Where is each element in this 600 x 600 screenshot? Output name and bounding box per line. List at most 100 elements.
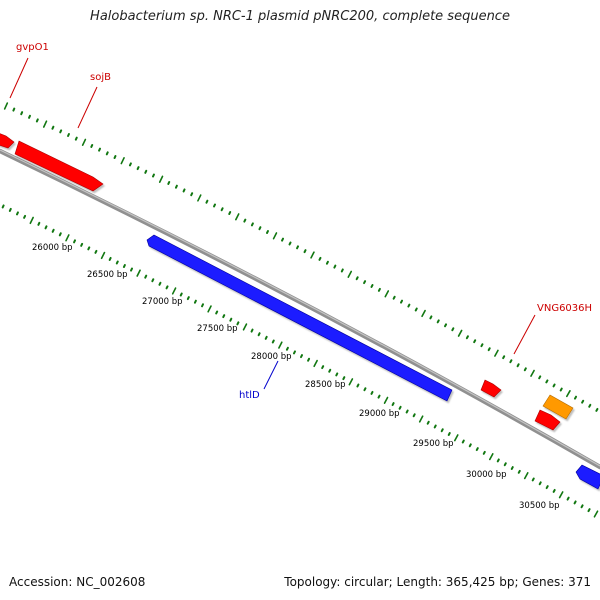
minor-tick-mark	[398, 405, 402, 410]
minor-tick-mark	[292, 350, 296, 355]
minor-tick-mark	[174, 184, 178, 189]
gene-VNG6036H-arrow[interactable]	[480, 379, 502, 398]
major-tick-mark	[494, 349, 499, 357]
minor-tick-mark	[12, 107, 16, 112]
minor-tick-mark	[377, 287, 381, 292]
minor-tick-mark	[465, 335, 469, 340]
major-tick-mark	[530, 369, 535, 377]
topology-summary: Topology: circular; Length: 365,425 bp; …	[284, 575, 591, 589]
ruler-label: 26500 bp	[87, 270, 128, 280]
minor-tick-mark	[517, 469, 521, 474]
minor-tick-mark	[94, 249, 98, 254]
minor-tick-mark	[573, 500, 577, 505]
minor-tick-mark	[333, 264, 337, 269]
minor-tick-mark	[87, 246, 91, 251]
minor-tick-mark	[165, 285, 169, 290]
minor-tick-mark	[370, 390, 374, 395]
minor-tick-mark	[307, 357, 311, 362]
gene-small-forward-arrow[interactable]	[534, 409, 561, 431]
minor-tick-mark	[538, 375, 542, 380]
minor-tick-mark	[414, 307, 418, 312]
backbone-highlight	[0, 149, 600, 467]
gene-label-htlD[interactable]: htlD	[239, 390, 260, 401]
major-tick-mark	[100, 251, 106, 260]
gene-reverse-edge-arrow[interactable]	[575, 464, 600, 490]
minor-tick-mark	[23, 214, 27, 219]
minor-tick-mark	[531, 477, 535, 482]
minor-tick-mark	[37, 221, 41, 226]
minor-tick-mark	[407, 303, 411, 308]
minor-tick-mark	[288, 241, 292, 246]
ruler-label: 28000 bp	[251, 352, 292, 362]
major-tick-mark	[158, 175, 164, 183]
major-tick-mark	[171, 287, 177, 295]
gene-sojB-arrow[interactable]	[14, 140, 104, 192]
ruler-labels: 26000 bp 26500 bp 27000 bp 27500 bp 2800…	[32, 243, 560, 511]
gene-gvpO1-arrow[interactable]	[0, 132, 15, 149]
minor-tick-mark	[236, 321, 240, 326]
ruler-label: 27000 bp	[142, 297, 183, 307]
minor-tick-mark	[429, 315, 433, 320]
gene-label-VNG6036H[interactable]: VNG6036H	[537, 303, 592, 314]
minor-tick-mark	[363, 280, 367, 285]
major-tick-mark	[457, 329, 463, 337]
major-tick-mark	[453, 434, 459, 442]
minor-tick-mark	[228, 211, 232, 216]
gvpO1-leader-line	[9, 57, 29, 99]
minor-tick-mark	[328, 368, 332, 373]
map-title: Halobacterium sp. NRC-1 plasmid pNRC200,…	[90, 9, 510, 24]
minor-tick-mark	[473, 339, 477, 344]
minor-tick-mark	[573, 395, 578, 400]
minor-tick-mark	[335, 372, 339, 377]
minor-tick-mark	[73, 239, 77, 244]
minor-tick-mark	[447, 432, 451, 436]
minor-tick-mark	[258, 226, 262, 231]
minor-tick-mark	[370, 284, 374, 288]
minor-tick-mark	[90, 143, 94, 148]
minor-tick-mark	[426, 420, 430, 425]
minor-tick-mark	[205, 199, 209, 204]
minor-tick-mark	[271, 339, 275, 344]
minor-tick-mark	[321, 365, 325, 370]
minor-tick-mark	[482, 450, 486, 455]
major-tick-mark	[29, 216, 34, 225]
minor-tick-mark	[342, 376, 346, 381]
major-tick-mark	[313, 359, 318, 368]
gene-htlD-arrow[interactable]	[146, 234, 453, 402]
minor-tick-mark	[538, 481, 542, 486]
major-tick-mark	[136, 269, 141, 277]
major-tick-mark	[272, 232, 278, 240]
minor-tick-mark	[51, 228, 55, 233]
gene-label-sojB[interactable]: sojB	[90, 72, 111, 83]
gene-orange-block[interactable]	[542, 394, 574, 420]
ruler-label: 29000 bp	[359, 409, 400, 419]
minor-tick-mark	[74, 136, 78, 141]
major-tick-mark	[347, 270, 353, 278]
minor-tick-mark	[51, 125, 55, 130]
minor-tick-mark	[8, 207, 12, 212]
minor-tick-mark	[28, 114, 31, 119]
minor-tick-mark	[113, 155, 117, 160]
major-tick-mark	[120, 157, 125, 165]
minor-tick-mark	[468, 443, 472, 448]
minor-tick-mark	[391, 402, 395, 407]
gene-label-gvpO1[interactable]: gvpO1	[16, 42, 49, 53]
minor-tick-mark	[325, 260, 329, 265]
minor-tick-mark	[285, 346, 289, 351]
minor-tick-mark	[303, 249, 307, 254]
minor-tick-mark	[108, 256, 112, 261]
minor-tick-mark	[15, 211, 19, 216]
minor-tick-mark	[190, 192, 194, 197]
minor-tick-mark	[182, 188, 186, 193]
minor-tick-mark	[545, 485, 549, 490]
minor-tick-mark	[229, 317, 233, 322]
minor-tick-mark	[475, 447, 479, 452]
minor-tick-mark	[340, 268, 344, 273]
minor-tick-mark	[516, 363, 520, 368]
major-tick-mark	[421, 309, 426, 318]
minor-tick-mark	[59, 129, 63, 134]
major-tick-mark	[278, 341, 283, 349]
VNG6036H-leader-line	[513, 314, 536, 355]
htlD-leader-line	[263, 360, 279, 390]
